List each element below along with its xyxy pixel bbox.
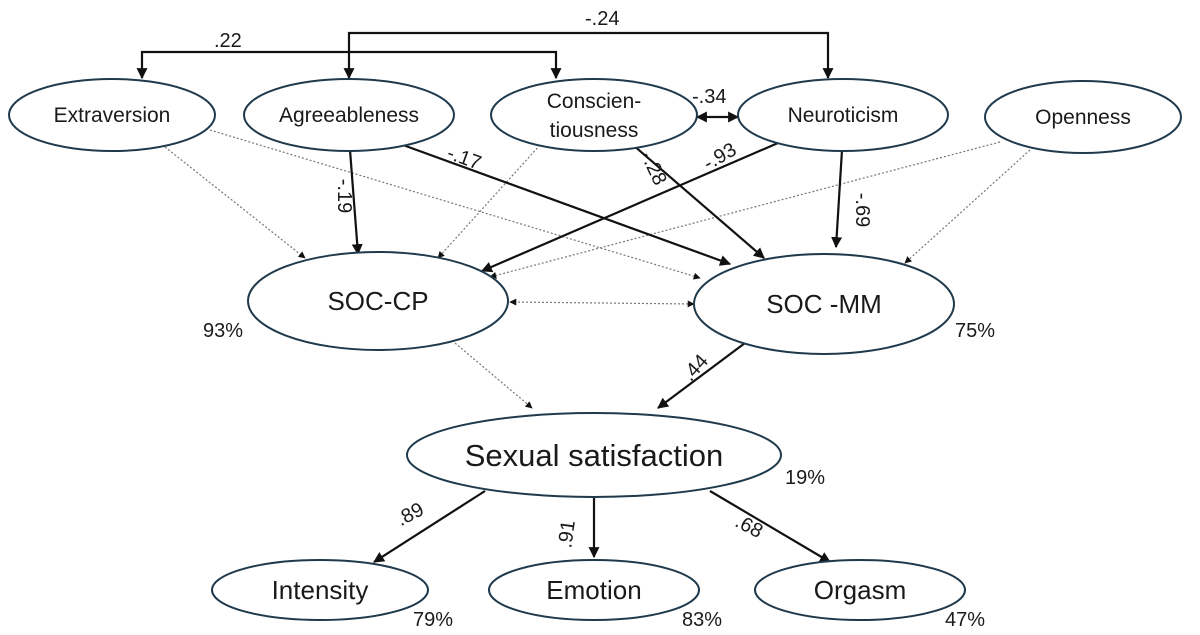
pct-soc-cp: 93% (203, 320, 243, 342)
node-neuroticism: Neuroticism (737, 78, 949, 152)
coef-satisfaction-orgasm: .68 (731, 510, 766, 542)
pct-intensity: 79% (413, 609, 453, 631)
path-satisfaction-orgasm (709, 490, 831, 563)
node-emotion: Emotion (488, 559, 700, 621)
path-extraversion-soc-mm-dotted (209, 129, 701, 280)
node-openness-label: Openness (1035, 106, 1131, 129)
node-neuroticism-label: Neuroticism (788, 104, 899, 127)
coef-neuroticism-soc-mm: -.69 (851, 193, 873, 227)
pct-sexual-satisfaction: 19% (785, 467, 825, 489)
coef-soc-mm-satisfaction: .44 (678, 350, 713, 385)
coef-neuroticism-soc-cp: -.93 (700, 139, 741, 175)
path-satisfaction-intensity (373, 490, 486, 563)
coef-conscientiousness-neuroticism: -.34 (692, 86, 726, 108)
node-emotion-label: Emotion (546, 575, 641, 605)
node-extraversion-label: Extraversion (54, 104, 171, 127)
node-soc-mm: SOC -MM (693, 253, 955, 355)
coef-extraversion-conscientiousness: .22 (214, 30, 242, 52)
path-openness-soc-mm-dotted (904, 149, 1031, 264)
pct-orgasm: 47% (945, 609, 985, 631)
node-soc-cp: SOC-CP (247, 251, 509, 351)
node-orgasm-label: Orgasm (814, 575, 906, 605)
coef-conscientiousness-soc-mm: -.28 (636, 148, 671, 189)
node-extraversion: Extraversion (8, 78, 216, 152)
coef-agreeableness-soc-mm: -.17 (444, 142, 484, 174)
path-agreeableness-neuroticism (343, 31, 834, 80)
node-conscientiousness-label-line1: Conscien- (547, 90, 642, 113)
path-neuroticism-soc-cp (480, 141, 779, 273)
node-soc-cp-label: SOC-CP (327, 286, 428, 316)
path-soc-mm-satisfaction (657, 342, 746, 409)
node-intensity: Intensity (211, 559, 429, 621)
coef-agreeableness-soc-cp: -.19 (333, 179, 355, 213)
path-conscientiousness-soc-mm (632, 144, 765, 259)
path-conscientiousness-soc-cp-dotted (437, 144, 541, 259)
node-soc-mm-label: SOC -MM (766, 289, 882, 319)
coef-satisfaction-emotion: .91 (554, 519, 580, 550)
node-agreeableness: Agreeableness (243, 78, 455, 152)
node-sexual-satisfaction-label: Sexual satisfaction (465, 438, 723, 473)
path-extraversion-soc-cp-dotted (164, 146, 306, 259)
pct-emotion: 83% (682, 609, 722, 631)
node-intensity-label: Intensity (272, 575, 369, 605)
path-openness-soc-cp-dotted (489, 141, 1001, 279)
path-soc-cp-soc-mm-dotted (509, 298, 695, 308)
path-neuroticism-soc-mm (831, 149, 844, 249)
node-conscientiousness-label-line2: tiousness (550, 119, 639, 142)
pct-soc-mm: 75% (955, 320, 995, 342)
node-openness: Openness (984, 80, 1182, 154)
node-orgasm: Orgasm (754, 559, 966, 621)
coef-agreeableness-neuroticism: -.24 (585, 8, 619, 30)
coef-satisfaction-intensity: .89 (393, 498, 428, 530)
path-soc-cp-satisfaction-dotted (454, 342, 533, 409)
path-agreeableness-soc-mm (402, 143, 732, 266)
path-agreeableness-soc-cp (348, 149, 363, 256)
node-sexual-satisfaction: Sexual satisfaction (406, 412, 782, 498)
node-conscientiousness: Conscien- tiousness (490, 78, 698, 152)
node-agreeableness-label: Agreeableness (279, 104, 419, 127)
